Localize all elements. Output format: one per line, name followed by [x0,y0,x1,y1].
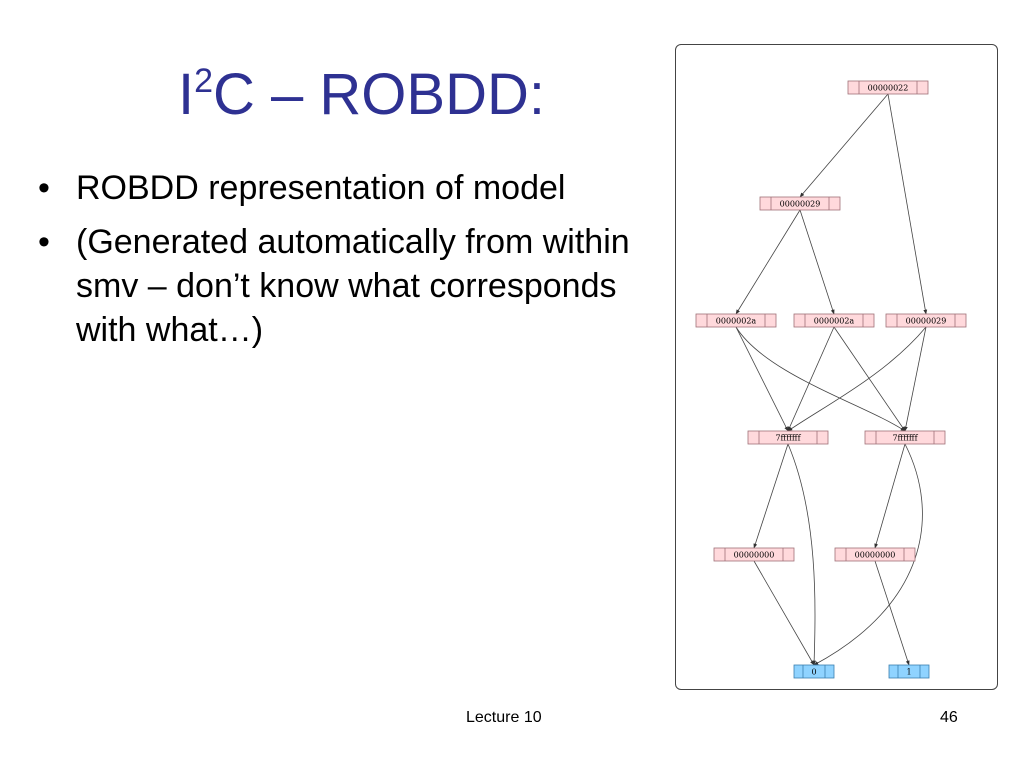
diagram-edge [735,326,906,432]
node-label: 1 [906,668,911,677]
bdd-node: 00000000 [713,547,795,562]
robdd-diagram: 00000022 00000029 0000002a 0000002a 00000029… [695,80,967,679]
diagram-edge [874,443,906,549]
bullet-list: • ROBDD representation of model • (Gener… [36,166,636,362]
node-box [759,196,841,211]
bullet-text: ROBDD representation of model [76,169,566,207]
bdd-node: 00000022 [847,80,929,95]
node-box [793,313,875,328]
node-box [885,313,967,328]
node-box [695,313,777,328]
node-label: 0 [811,668,816,677]
diagram-edge [887,93,928,315]
node-box [713,547,795,562]
diagram-edge [874,560,910,666]
diagram-edge [787,326,835,432]
bdd-node: 00000029 [885,313,967,328]
node-label: 7fffffff [892,434,918,443]
robdd-diagram-panel: 00000022 00000029 0000002a 0000002a 00000029… [675,44,998,690]
diagram-edge [735,326,789,432]
diagram-edge [787,443,817,666]
node-box [747,430,829,445]
title-superscript: 2 [194,62,214,100]
bullet-item: • (Generated automatically from within s… [36,220,636,352]
bdd-node: 7fffffff [747,430,829,445]
terminal-node: 1 [888,664,930,679]
terminal-node: 0 [793,664,835,679]
node-box [847,80,929,95]
node-box [793,664,835,679]
node-label: 00000029 [780,200,821,209]
title-prefix: I [178,62,195,127]
diagram-edge [787,326,927,432]
bdd-node: 7fffffff [864,430,946,445]
bdd-node: 0000002a [793,313,875,328]
footer-lecture: Lecture 10 [466,709,542,726]
diagram-edge [753,560,815,666]
bullet-item: • ROBDD representation of model [36,166,636,210]
node-box [888,664,930,679]
bullet-text: (Generated automatically from within smv… [76,223,630,349]
node-label: 0000002a [814,317,855,326]
diagram-edge [799,209,835,315]
bdd-node: 00000000 [834,547,916,562]
diagram-edge [735,209,801,315]
bullet-dot-icon: • [38,169,50,207]
node-label: 7fffffff [775,434,801,443]
node-label: 00000029 [906,317,947,326]
bullet-dot-icon: • [38,223,50,261]
node-label: 00000022 [868,84,909,93]
bdd-node: 0000002a [695,313,777,328]
diagram-edge [833,326,906,432]
node-box [864,430,946,445]
node-label: 00000000 [855,551,896,560]
diagram-edge [799,93,889,198]
slide-title: I2C – ROBDD: [178,64,545,124]
page-number: 46 [940,709,958,726]
node-label: 0000002a [716,317,757,326]
diagram-edge [753,443,789,549]
title-rest: C – ROBDD: [213,62,545,127]
diagram-edge [903,326,927,432]
bdd-node: 00000029 [759,196,841,211]
node-label: 00000000 [734,551,775,560]
node-box [834,547,916,562]
